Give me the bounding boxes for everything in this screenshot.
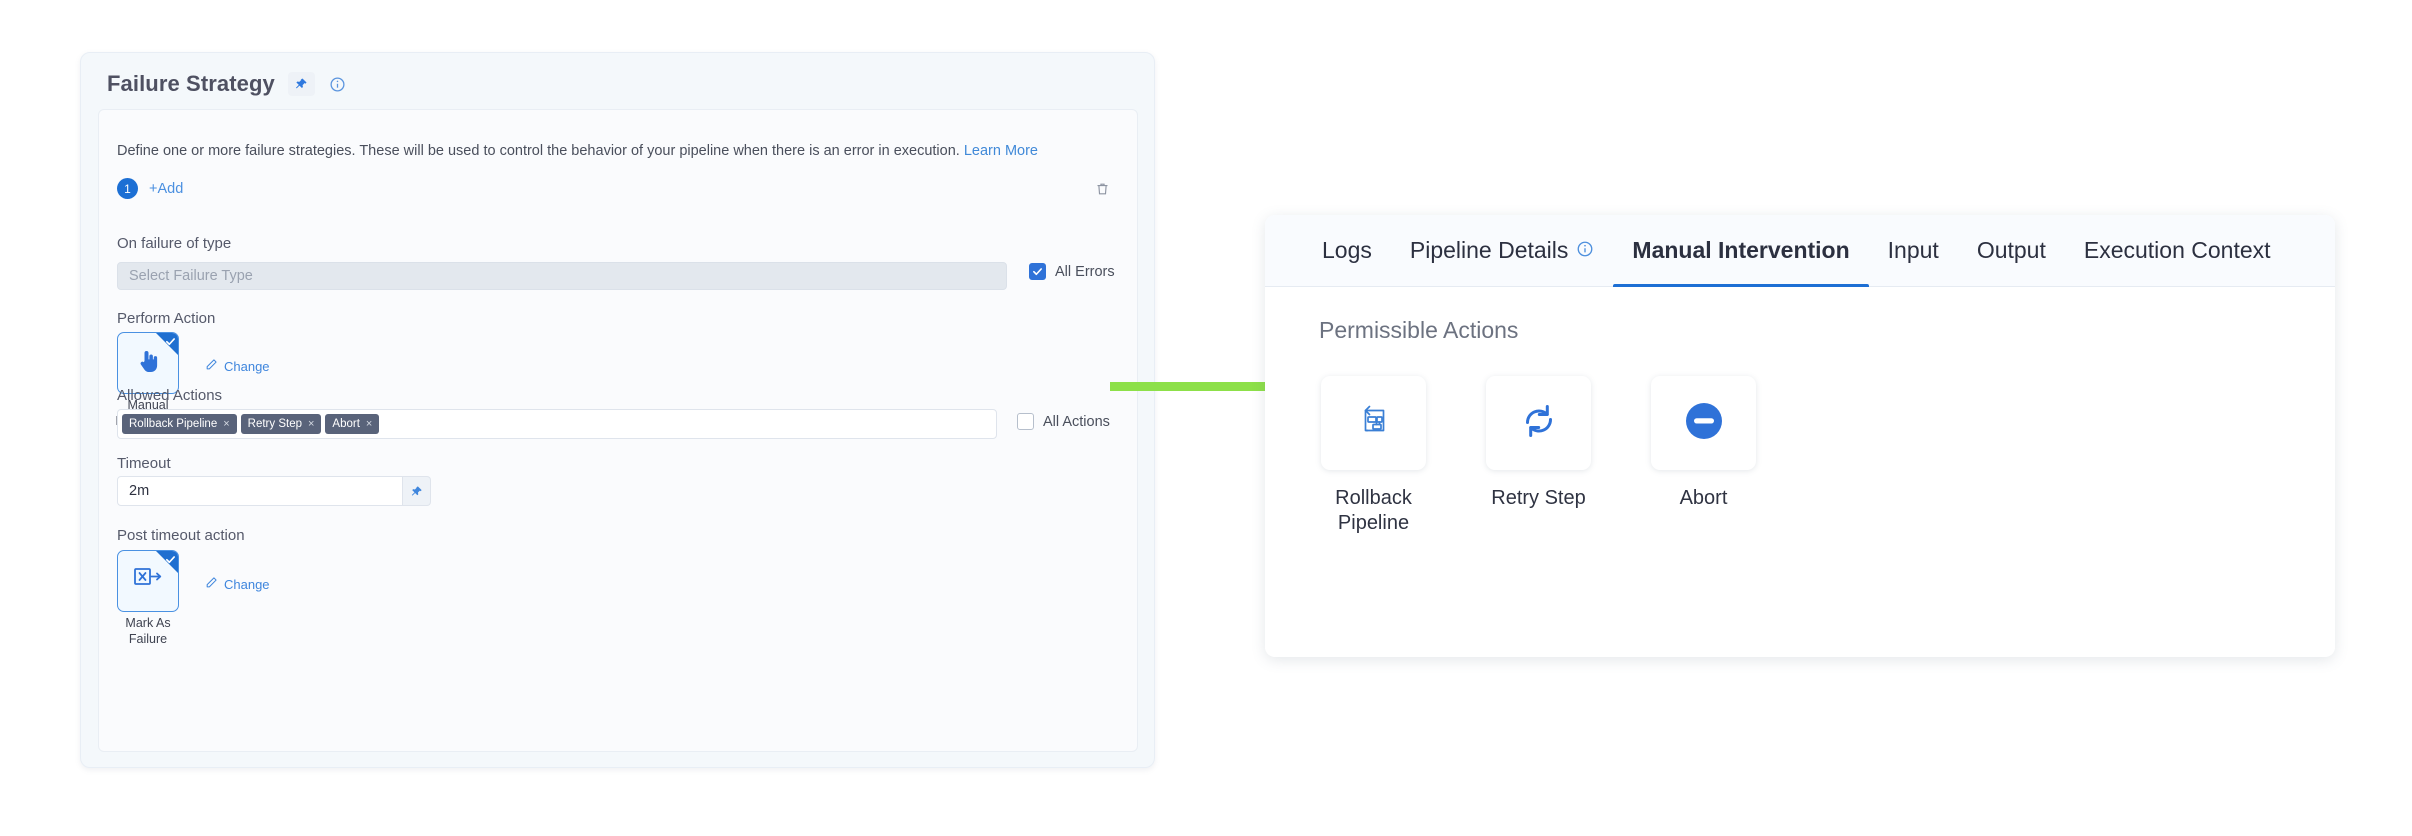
trash-icon[interactable]	[1092, 178, 1112, 199]
rollback-pipeline-icon	[1354, 401, 1394, 446]
tab-label: Output	[1976, 237, 2046, 263]
manual-intervention-content: Permissible Actions	[1265, 287, 2335, 655]
tab-input[interactable]: Input	[1869, 215, 1958, 287]
check-icon	[164, 553, 176, 565]
allowed-actions-input[interactable]: Rollback Pipeline × Retry Step × Abort ×	[117, 409, 997, 439]
check-icon	[164, 335, 176, 347]
action-label: Rollback Pipeline	[1335, 487, 1412, 534]
pin-icon[interactable]	[287, 72, 315, 96]
strategy-add-row: 1 +Add	[117, 178, 183, 199]
selected-corner-badge	[156, 333, 178, 355]
tag-chip[interactable]: Retry Step ×	[240, 414, 322, 434]
tag-chip[interactable]: Rollback Pipeline ×	[122, 414, 237, 434]
all-actions-checkbox-row[interactable]: All Actions	[1017, 413, 1110, 430]
change-label: Change	[224, 576, 270, 592]
permissible-action-retry-step[interactable]: Retry Step	[1486, 376, 1591, 536]
tab-label: Input	[1887, 237, 1939, 263]
on-failure-type-label: On failure of type	[117, 235, 232, 252]
tab-label: Logs	[1322, 237, 1372, 263]
tag-remove-icon[interactable]: ×	[307, 418, 315, 430]
all-errors-label: All Errors	[1055, 263, 1115, 280]
post-timeout-action-label: Post timeout action	[117, 527, 245, 544]
tab-bar: Logs Pipeline Details Manual Interventio…	[1265, 215, 2335, 288]
all-errors-checkbox-row[interactable]: All Errors	[1029, 263, 1115, 280]
permissible-actions-heading: Permissible Actions	[1319, 317, 1519, 343]
perform-action-block: Manual Intervention Change	[115, 332, 270, 428]
action-card[interactable]	[1321, 376, 1426, 470]
info-icon[interactable]	[1576, 237, 1594, 264]
pointing-hand-icon	[133, 346, 163, 381]
manual-intervention-panel: Logs Pipeline Details Manual Interventio…	[1265, 215, 2335, 657]
tab-output[interactable]: Output	[1958, 215, 2065, 287]
tab-label: Pipeline Details	[1409, 237, 1569, 263]
all-errors-checkbox[interactable]	[1029, 263, 1046, 280]
pencil-icon	[205, 358, 218, 374]
strategy-number-badge[interactable]: 1	[117, 178, 138, 199]
failure-strategy-description: Define one or more failure strategies. T…	[117, 143, 1038, 159]
add-strategy-button[interactable]: +Add	[149, 180, 184, 197]
tag-chip[interactable]: Abort ×	[325, 414, 380, 434]
mark-as-failure-icon	[132, 565, 164, 598]
info-icon[interactable]	[328, 75, 347, 94]
tag-remove-icon[interactable]: ×	[365, 418, 373, 430]
permissible-action-abort[interactable]: Abort	[1651, 376, 1756, 536]
change-label: Change	[224, 358, 270, 374]
action-card[interactable]	[1651, 376, 1756, 470]
page-title: Failure Strategy	[107, 71, 275, 96]
description-text: Define one or more failure strategies. T…	[117, 143, 960, 159]
failure-strategy-body: Define one or more failure strategies. T…	[98, 109, 1138, 752]
failure-strategy-header: Failure Strategy	[81, 53, 1154, 109]
mark-as-failure-card[interactable]	[117, 550, 179, 612]
mark-as-failure-caption: Mark As Failure	[125, 616, 171, 646]
permissible-actions-list: Rollback Pipeline Retry S	[1321, 376, 2335, 536]
timeout-field-wrap: 2m	[117, 476, 431, 506]
timeout-label: Timeout	[117, 455, 171, 472]
tab-label: Execution Context	[2083, 237, 2271, 263]
select-failure-type-placeholder: Select Failure Type	[129, 268, 253, 284]
tab-execution-context[interactable]: Execution Context	[2065, 215, 2290, 287]
failure-strategy-panel: Failure Strategy Define one or more fail…	[80, 52, 1155, 768]
change-perform-action-button[interactable]: Change	[205, 358, 270, 374]
tab-manual-intervention[interactable]: Manual Intervention	[1613, 215, 1869, 288]
action-label: Abort	[1679, 487, 1728, 509]
allowed-actions-label: Allowed Actions	[117, 387, 223, 404]
tab-pipeline-details[interactable]: Pipeline Details	[1391, 215, 1614, 287]
all-actions-checkbox[interactable]	[1017, 413, 1034, 430]
abort-icon	[1681, 398, 1727, 449]
change-post-timeout-action-button[interactable]: Change	[205, 576, 270, 592]
post-timeout-action-block: Mark As Failure Change	[117, 550, 270, 646]
tag-label: Retry Step	[247, 418, 302, 430]
perform-action-label: Perform Action	[117, 310, 216, 327]
all-actions-label: All Actions	[1043, 413, 1110, 430]
timeout-pin-icon[interactable]	[403, 476, 431, 506]
selected-corner-badge	[156, 551, 178, 573]
select-failure-type-input[interactable]: Select Failure Type	[117, 262, 1007, 290]
tab-label: Manual Intervention	[1632, 237, 1850, 263]
retry-step-icon	[1517, 399, 1561, 448]
action-label: Retry Step	[1491, 487, 1586, 509]
pencil-icon	[205, 576, 218, 592]
tag-label: Abort	[332, 418, 360, 430]
timeout-input[interactable]: 2m	[117, 476, 403, 506]
manual-intervention-card[interactable]	[117, 332, 179, 394]
action-card[interactable]	[1486, 376, 1591, 470]
permissible-action-rollback-pipeline[interactable]: Rollback Pipeline	[1321, 376, 1426, 536]
learn-more-link[interactable]: Learn More	[963, 143, 1038, 159]
tag-remove-icon[interactable]: ×	[223, 418, 230, 430]
tag-label: Rollback Pipeline	[129, 418, 218, 430]
tab-logs[interactable]: Logs	[1303, 215, 1391, 287]
